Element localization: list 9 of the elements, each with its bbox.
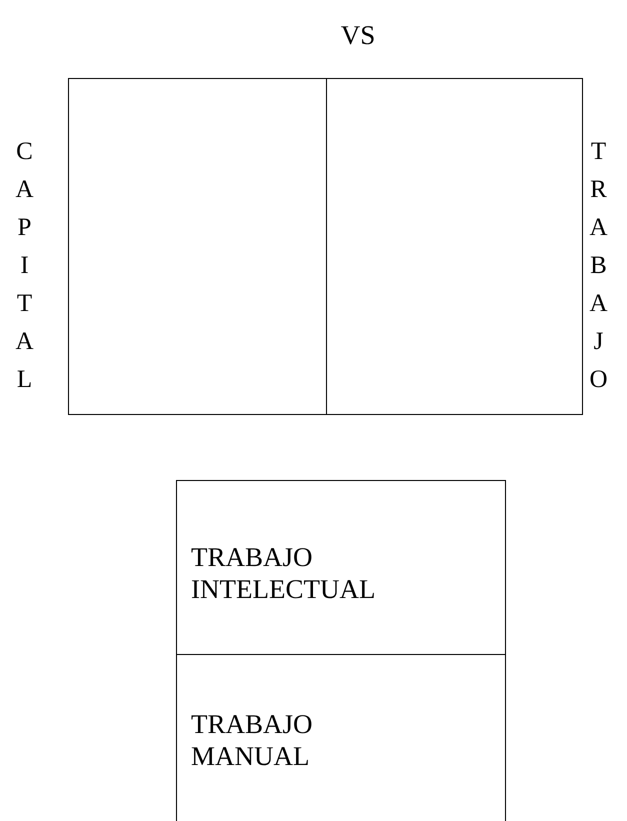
text-box: [176, 480, 506, 656]
vertical-label: CAPITAL: [12, 138, 37, 404]
text-box: [176, 654, 506, 821]
title: VS: [340, 20, 376, 51]
cell-text: TRABAJO MANUAL: [191, 708, 314, 772]
vertical-label: TRABAJO: [586, 138, 611, 404]
cell-text: TRABAJO INTELECTUAL: [191, 541, 376, 605]
table-cell: [326, 78, 583, 415]
table-cell: [68, 78, 328, 415]
